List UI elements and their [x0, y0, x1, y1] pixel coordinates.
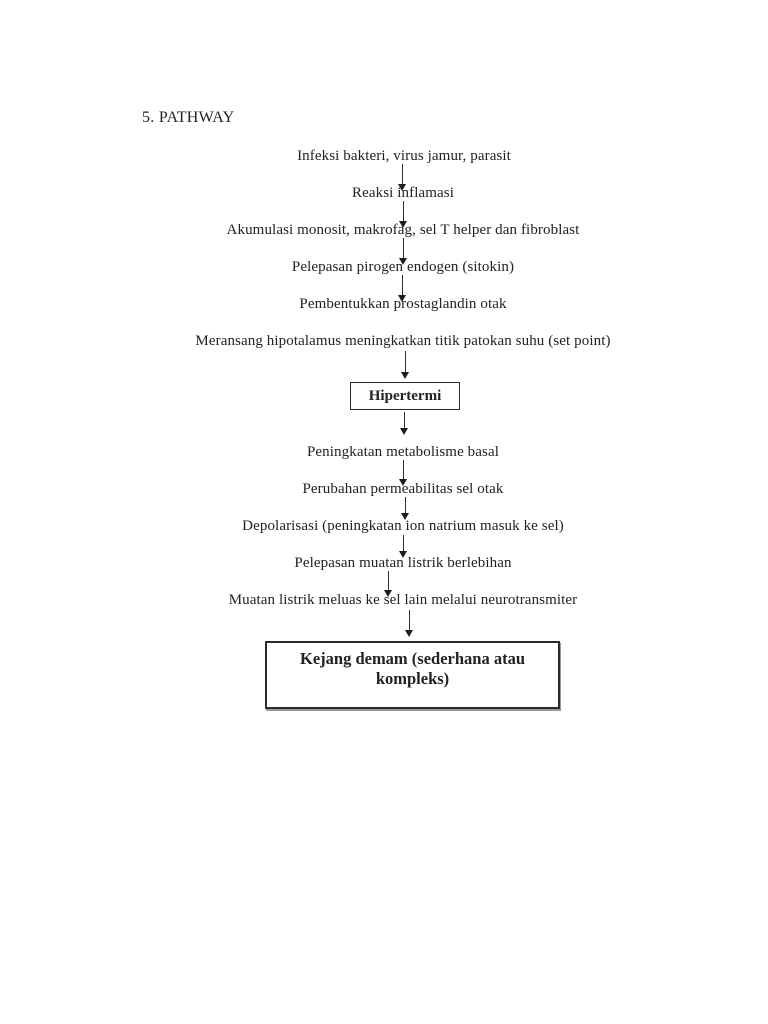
- arrow-stem: [401, 275, 403, 295]
- flow-step-pelepasan-pirogen: Pelepasan pirogen endogen (sitokin): [291, 259, 515, 275]
- flow-box-hipertermi: Hipertermi: [350, 382, 460, 410]
- arrow-stem: [402, 535, 404, 551]
- flow-step-pembentukkan-prostaglandin: Pembentukkan prostaglandin otak: [299, 296, 507, 312]
- arrowhead-icon: [398, 184, 406, 191]
- flow-step-depolarisasi: Depolarisasi (peningkatan ion natrium ma…: [242, 518, 564, 534]
- flow-step-peningkatan-metabolisme: Peningkatan metabolisme basal: [306, 444, 500, 460]
- arrowhead-icon: [401, 513, 409, 520]
- down-arrow: [401, 497, 409, 520]
- down-arrow: [398, 275, 406, 302]
- flow-step-pelepasan-muatan-listrik: Pelepasan muatan listrik berlebihan: [294, 555, 512, 571]
- flow-step-akumulasi-monosit: Akumulasi monosit, makrofag, sel T helpe…: [226, 222, 580, 238]
- arrow-stem: [404, 497, 406, 513]
- flow-box-kejang-demam: Kejang demam (sederhana atau kompleks): [265, 641, 560, 709]
- flow-step-infeksi-bakteri: Infeksi bakteri, virus jamur, parasit: [297, 148, 511, 164]
- flow-box-kejang-demam-label: Kejang demam (sederhana atau kompleks): [299, 649, 526, 688]
- arrow-stem: [408, 610, 410, 630]
- arrow-stem: [402, 238, 404, 258]
- arrow-stem: [387, 571, 389, 590]
- arrowhead-icon: [401, 372, 409, 379]
- down-arrow: [399, 535, 407, 558]
- arrowhead-icon: [399, 479, 407, 486]
- flow-step-reaksi-inflamasi: Reaksi inflamasi: [352, 185, 454, 201]
- arrowhead-icon: [405, 630, 413, 637]
- down-arrow: [399, 201, 407, 228]
- arrowhead-icon: [400, 428, 408, 435]
- arrowhead-icon: [384, 590, 392, 597]
- arrowhead-icon: [399, 221, 407, 228]
- flow-step-meransang-hipotalamus: Meransang hipotalamus meningkatkan titik…: [195, 333, 611, 349]
- arrowhead-icon: [399, 258, 407, 265]
- down-arrow: [401, 351, 409, 379]
- arrow-stem: [404, 351, 406, 372]
- flow-box-hipertermi-label: Hipertermi: [368, 387, 442, 404]
- flow-step-perubahan-permeabilitas: Perubahan permeabilitas sel otak: [302, 481, 504, 497]
- section-heading: 5. PATHWAY: [142, 109, 235, 126]
- arrow-stem: [403, 412, 405, 428]
- down-arrow: [399, 238, 407, 265]
- down-arrow: [399, 460, 407, 486]
- down-arrow: [405, 610, 413, 637]
- arrow-stem: [401, 164, 403, 184]
- arrow-stem: [402, 201, 404, 221]
- down-arrow: [384, 571, 392, 597]
- down-arrow: [400, 412, 408, 435]
- down-arrow: [398, 164, 406, 191]
- arrow-stem: [402, 460, 404, 479]
- flow-step-muatan-listrik-meluas: Muatan listrik meluas ke sel lain melalu…: [228, 592, 578, 608]
- arrowhead-icon: [398, 295, 406, 302]
- arrowhead-icon: [399, 551, 407, 558]
